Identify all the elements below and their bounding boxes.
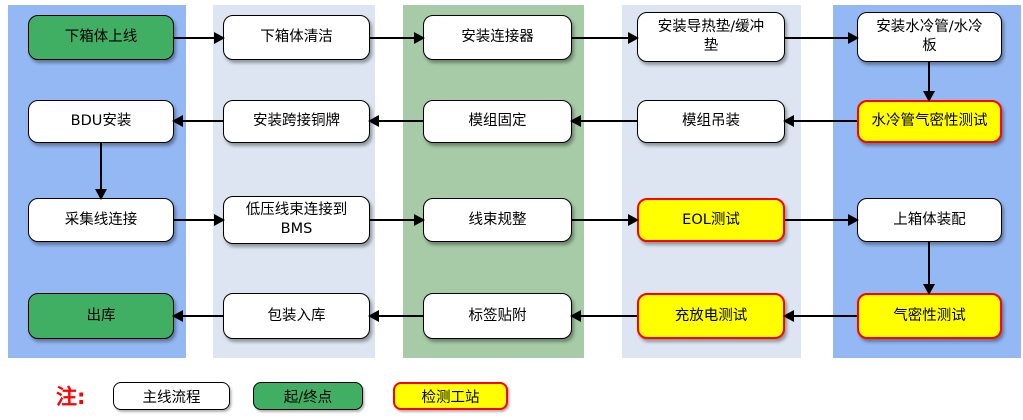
flow-node-label: 气密性测试: [893, 307, 966, 324]
flow-node-end: 出库: [28, 293, 174, 339]
arrow-right-icon: [572, 32, 639, 44]
flow-node-test: 充放电测试: [637, 293, 785, 339]
flow-node-start: 下箱体上线: [28, 15, 174, 60]
arrow-right-icon: [785, 214, 859, 226]
arrow-right-icon: [785, 32, 859, 44]
arrow-left-icon: [172, 310, 223, 322]
flow-node-label: 充放电测试: [674, 307, 748, 324]
legend-label: 主线流程: [142, 389, 201, 406]
flow-node: 模组固定: [423, 100, 572, 143]
flow-node: 采集线连接: [28, 198, 174, 242]
flow-node-label: 安装连接器: [461, 29, 534, 45]
flow-node-label: BDU安装: [70, 113, 132, 129]
flow-node: 下箱体清洁: [223, 15, 370, 60]
flow-node-label: 包装入库: [267, 307, 326, 324]
arrow-down-icon: [923, 62, 935, 102]
flow-node-label: 上箱体装配: [893, 211, 966, 228]
flow-node: 标签贴附: [423, 293, 572, 339]
legend-test-station-swatch: 检测工站: [393, 382, 508, 410]
flow-node: 低压线束连接到 BMS: [223, 196, 370, 244]
arrow-left-icon: [570, 310, 637, 322]
flow-node: 安装导热垫/缓冲 垫: [637, 12, 785, 62]
flow-node: 模组吊装: [637, 100, 785, 143]
flow-node-label: 安装导热垫/缓冲 垫: [657, 19, 765, 54]
flow-node-label: 下箱体清洁: [260, 29, 333, 45]
flow-node-label: 模组吊装: [682, 113, 740, 129]
flow-node: BDU安装: [28, 100, 174, 143]
flow-node: 线束规整: [423, 198, 572, 242]
arrow-left-icon: [172, 115, 223, 127]
flow-node-label: 采集线连接: [64, 211, 138, 228]
flow-node-label: 安装跨接铜牌: [253, 113, 340, 129]
flow-node: 上箱体装配: [857, 198, 1002, 242]
arrow-left-icon: [368, 115, 423, 127]
flow-node-label: 安装水冷管/水冷 板: [876, 19, 983, 54]
legend-main-process-swatch: 主线流程: [113, 382, 230, 410]
flow-node-label: EOL测试: [682, 211, 740, 228]
flow-node-label: 下箱体上线: [64, 29, 138, 45]
arrow-right-icon: [174, 32, 225, 44]
flow-node-label: 出库: [86, 307, 116, 324]
flow-node-test: 气密性测试: [857, 293, 1002, 339]
arrow-down-icon: [923, 242, 935, 295]
flow-node: 包装入库: [223, 293, 370, 339]
legend-note: 注:: [56, 385, 86, 409]
arrow-left-icon: [570, 115, 637, 127]
legend-start-end-swatch: 起/终点: [253, 382, 363, 410]
flow-node-label: 标签贴附: [468, 307, 527, 324]
flow-node-label: 模组固定: [468, 113, 527, 129]
arrow-right-icon: [370, 32, 425, 44]
arrow-down-icon: [95, 143, 107, 200]
flow-node-test: EOL测试: [637, 198, 785, 242]
legend-label: 起/终点: [283, 389, 333, 406]
legend-label: 检测工站: [421, 389, 480, 406]
flow-node: 安装跨接铜牌: [223, 100, 370, 143]
flow-node: 安装水冷管/水冷 板: [857, 12, 1002, 62]
arrow-right-icon: [370, 214, 425, 226]
arrow-left-icon: [783, 115, 857, 127]
flow-node-label: 低压线束连接到 BMS: [245, 202, 348, 237]
arrow-left-icon: [368, 310, 423, 322]
flow-node-label: 线束规整: [468, 211, 527, 228]
flow-node-label: 水冷管气密性测试: [871, 113, 988, 129]
arrow-right-icon: [572, 214, 639, 226]
flow-node: 安装连接器: [423, 15, 572, 60]
arrow-right-icon: [174, 214, 225, 226]
flow-node-test: 水冷管气密性测试: [857, 100, 1002, 143]
arrow-left-icon: [783, 310, 857, 322]
